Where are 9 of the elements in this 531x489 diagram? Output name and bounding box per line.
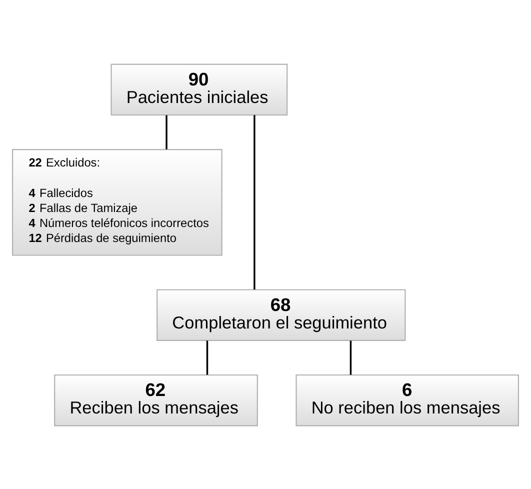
connector <box>206 340 208 374</box>
node-box: 68 Completaron el seguimiento <box>156 288 406 340</box>
node-box: 22 Excluidos: 4 Fallecidos 2 Fallas de Tamizaje 4 Números teléfonicos incorrectos 12 Pérdidas de seguimiento <box>12 148 222 256</box>
node-box: 90 Pacientes iniciales <box>110 63 288 116</box>
connector <box>254 114 256 289</box>
connector <box>350 340 352 374</box>
connector <box>166 114 168 149</box>
node-box: 62 Reciben los mensajes <box>54 374 258 426</box>
node-box: 6 No reciben los mensajes <box>296 374 519 426</box>
